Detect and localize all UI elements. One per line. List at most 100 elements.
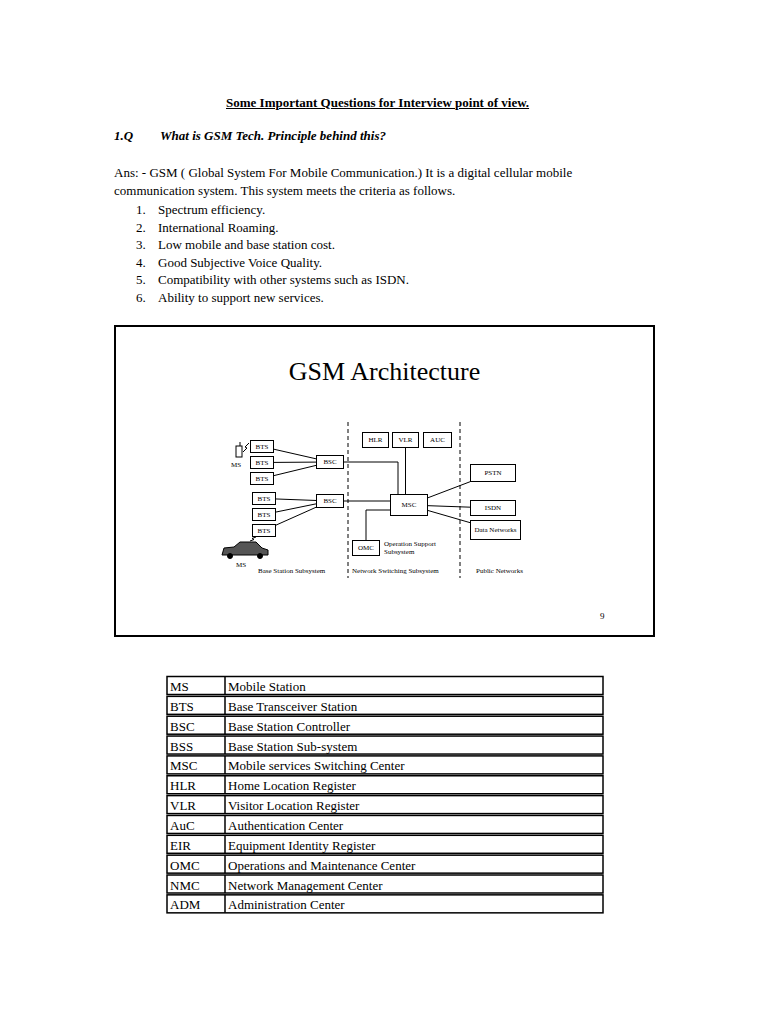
network-element-box: VLR xyxy=(392,432,419,448)
phone-icon xyxy=(236,446,242,457)
element-name: BSC xyxy=(323,458,336,466)
table-row xyxy=(167,875,603,893)
network-element-box: OMC xyxy=(352,540,380,556)
network-element-box: BSC xyxy=(316,494,344,508)
table-column-rule xyxy=(224,875,226,893)
list-number: 4. xyxy=(136,255,146,270)
list-number: 6. xyxy=(136,290,146,305)
subsystem-label: Public Networks xyxy=(476,567,523,575)
element-name: HLR xyxy=(369,436,383,444)
table-cell: Equipment Identity Register xyxy=(228,838,375,853)
table-cell: Administration Center xyxy=(228,897,345,912)
link-line xyxy=(274,449,316,459)
network-element-box: HLR xyxy=(362,432,389,448)
table-column-rule xyxy=(224,756,226,774)
network-element-box: MSC xyxy=(390,494,428,516)
table-cell: EIR xyxy=(170,838,191,853)
element-name: PSTN xyxy=(484,469,501,477)
table-column-rule xyxy=(224,796,226,814)
phone-antenna xyxy=(240,442,241,446)
element-name: Data Networks xyxy=(474,526,516,534)
table-row xyxy=(167,716,603,734)
table-cell: Mobile Station xyxy=(228,679,306,694)
table-cell: ADM xyxy=(170,897,200,912)
link-line xyxy=(344,462,398,494)
car-wheel xyxy=(258,554,263,559)
list-item: Good Subjective Voice Quality. xyxy=(158,255,322,270)
table-cell: Network Management Center xyxy=(228,878,383,893)
network-element-box: BSC xyxy=(316,455,344,469)
network-element-box: PSTN xyxy=(470,464,516,482)
list-number: 1. xyxy=(136,202,146,217)
element-name: BSC xyxy=(323,497,336,505)
link-line xyxy=(405,448,406,494)
network-element-box: AUC xyxy=(423,432,452,448)
network-element-box: ISDN xyxy=(470,500,516,516)
mobile-station-label: MS xyxy=(231,461,241,469)
table-cell: Base Transceiver Station xyxy=(228,699,357,714)
table-row xyxy=(167,776,603,794)
table-column-rule xyxy=(224,696,226,714)
table-column-rule xyxy=(224,716,226,734)
list-number: 2. xyxy=(136,220,146,235)
table-column-rule xyxy=(224,835,226,853)
table-cell: Base Station Controller xyxy=(228,719,350,734)
answer-text: Ans: - GSM ( Global System For Mobile Co… xyxy=(114,164,656,200)
table-column-rule xyxy=(224,815,226,833)
link-line xyxy=(274,462,316,463)
link-line xyxy=(344,501,390,502)
slide-title: GSM Architecture xyxy=(116,357,653,387)
network-element-box: BTS xyxy=(250,440,274,453)
network-element-box: BTS xyxy=(250,472,274,485)
car-wheel xyxy=(228,554,233,559)
table-cell: BSS xyxy=(170,739,193,754)
list-item: Compatibility with other systems such as… xyxy=(158,272,409,287)
table-cell: BSC xyxy=(170,719,195,734)
subsystem-label: Operation Support Subsystem xyxy=(384,540,442,556)
slide-frame: GSM ArchitectureBTS HLR VLR AUC BSC BTS PSTN BT… xyxy=(114,325,655,637)
table-cell: NMC xyxy=(170,878,200,893)
link-line xyxy=(366,510,390,540)
list-item: Spectrum efficiency. xyxy=(158,202,265,217)
table-cell: Home Location Register xyxy=(228,778,356,793)
table-cell: Mobile services Switching Center xyxy=(228,758,405,773)
list-number: 3. xyxy=(136,237,146,252)
radio-link xyxy=(250,537,256,541)
slide-number: 9 xyxy=(600,611,605,621)
table-column-rule xyxy=(224,776,226,794)
element-name: BTS xyxy=(256,443,269,451)
link-line xyxy=(274,465,316,475)
table-row xyxy=(167,677,603,695)
element-name: BTS xyxy=(258,495,271,503)
table-cell: Operations and Maintenance Center xyxy=(228,858,415,873)
mobile-station-label: MS xyxy=(236,561,246,569)
radio-link xyxy=(243,443,249,452)
element-name: ISDN xyxy=(485,504,501,512)
table-cell: HLR xyxy=(170,778,196,793)
table-column-rule xyxy=(224,736,226,754)
network-element-box: BTS xyxy=(252,508,276,521)
table-row xyxy=(167,696,603,714)
element-name: AUC xyxy=(430,436,445,444)
network-element-box: BTS xyxy=(250,456,274,469)
element-name: BTS xyxy=(258,511,271,519)
link-line xyxy=(428,482,470,498)
table-cell: VLR xyxy=(170,798,196,813)
table-cell: Visitor Location Register xyxy=(228,798,359,813)
page-title: Some Important Questions for Interview p… xyxy=(226,95,529,110)
list-item: International Roaming. xyxy=(158,220,279,235)
element-name: BTS xyxy=(256,459,269,467)
link-line xyxy=(428,506,470,508)
table-cell: MSC xyxy=(170,758,197,773)
list-item: Ability to support new services. xyxy=(158,290,324,305)
subsystem-label: Network Switching Subsystem xyxy=(352,567,439,575)
question-text: What is GSM Tech. Principle behind this? xyxy=(160,128,386,143)
network-element-box: BTS xyxy=(252,524,276,537)
table-row xyxy=(167,895,603,913)
table-row xyxy=(167,815,603,833)
table-row xyxy=(167,835,603,853)
table-cell: BTS xyxy=(170,699,194,714)
subsystem-divider xyxy=(460,422,461,578)
element-name: BTS xyxy=(258,527,271,535)
